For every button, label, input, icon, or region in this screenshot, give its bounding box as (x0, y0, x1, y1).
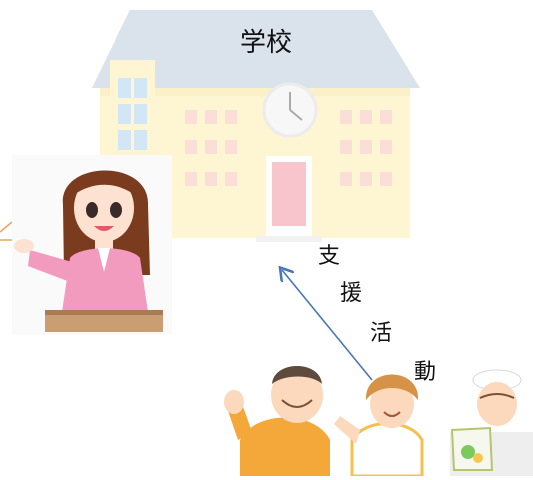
school-label: 学校 (239, 28, 292, 58)
clock-icon (262, 82, 318, 138)
teacher-icon (12, 155, 172, 335)
support-char-2: 援 (340, 281, 363, 306)
support-char-3: 活 (370, 321, 393, 346)
support-char-1: 支 (318, 244, 341, 269)
support-char-4: 動 (414, 360, 437, 385)
cook-icon (450, 369, 533, 476)
woman-icon (334, 374, 424, 478)
connector-line (0, 221, 13, 241)
old-man-icon (224, 366, 330, 476)
support-arrow (282, 270, 373, 381)
